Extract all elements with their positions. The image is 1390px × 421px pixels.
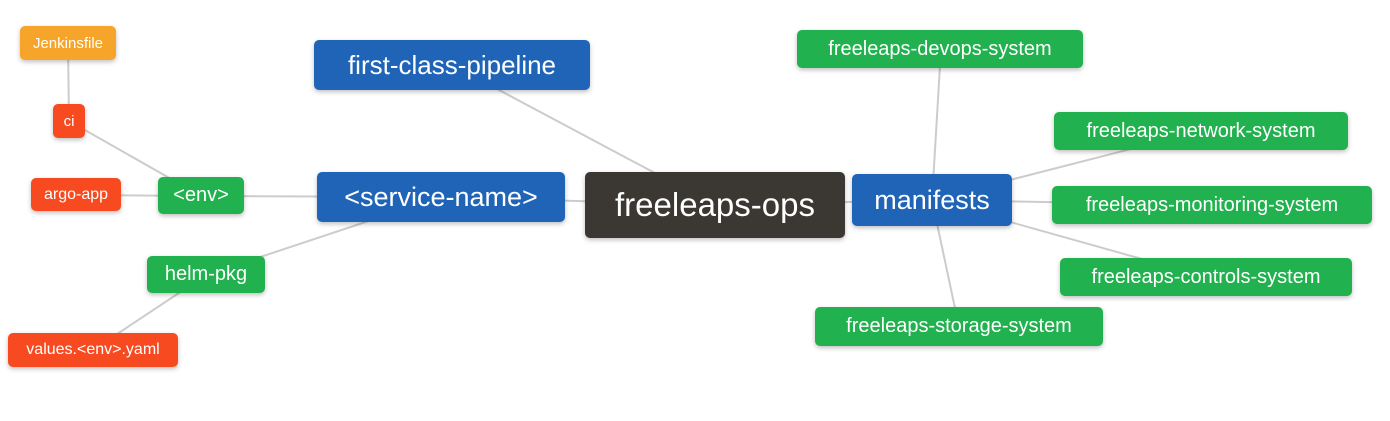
node-values-env-yaml[interactable]: values.<env>.yaml xyxy=(8,333,178,367)
node-manifests[interactable]: manifests xyxy=(852,174,1012,226)
node-env[interactable]: <env> xyxy=(158,177,244,214)
node-freeleaps-ops[interactable]: freeleaps-ops xyxy=(585,172,845,238)
node-freeleaps-storage-system[interactable]: freeleaps-storage-system xyxy=(815,307,1103,346)
node-freeleaps-monitoring-system[interactable]: freeleaps-monitoring-system xyxy=(1052,186,1372,224)
node-ci[interactable]: ci xyxy=(53,104,85,138)
node-freeleaps-controls-system[interactable]: freeleaps-controls-system xyxy=(1060,258,1352,296)
node-freeleaps-devops-system[interactable]: freeleaps-devops-system xyxy=(797,30,1083,68)
node-helm-pkg[interactable]: helm-pkg xyxy=(147,256,265,293)
node-service-name[interactable]: <service-name> xyxy=(317,172,565,222)
node-jenkinsfile[interactable]: Jenkinsfile xyxy=(20,26,116,60)
node-argo-app[interactable]: argo-app xyxy=(31,178,121,211)
node-first-class-pipeline[interactable]: first-class-pipeline xyxy=(314,40,590,90)
node-freeleaps-network-system[interactable]: freeleaps-network-system xyxy=(1054,112,1348,150)
